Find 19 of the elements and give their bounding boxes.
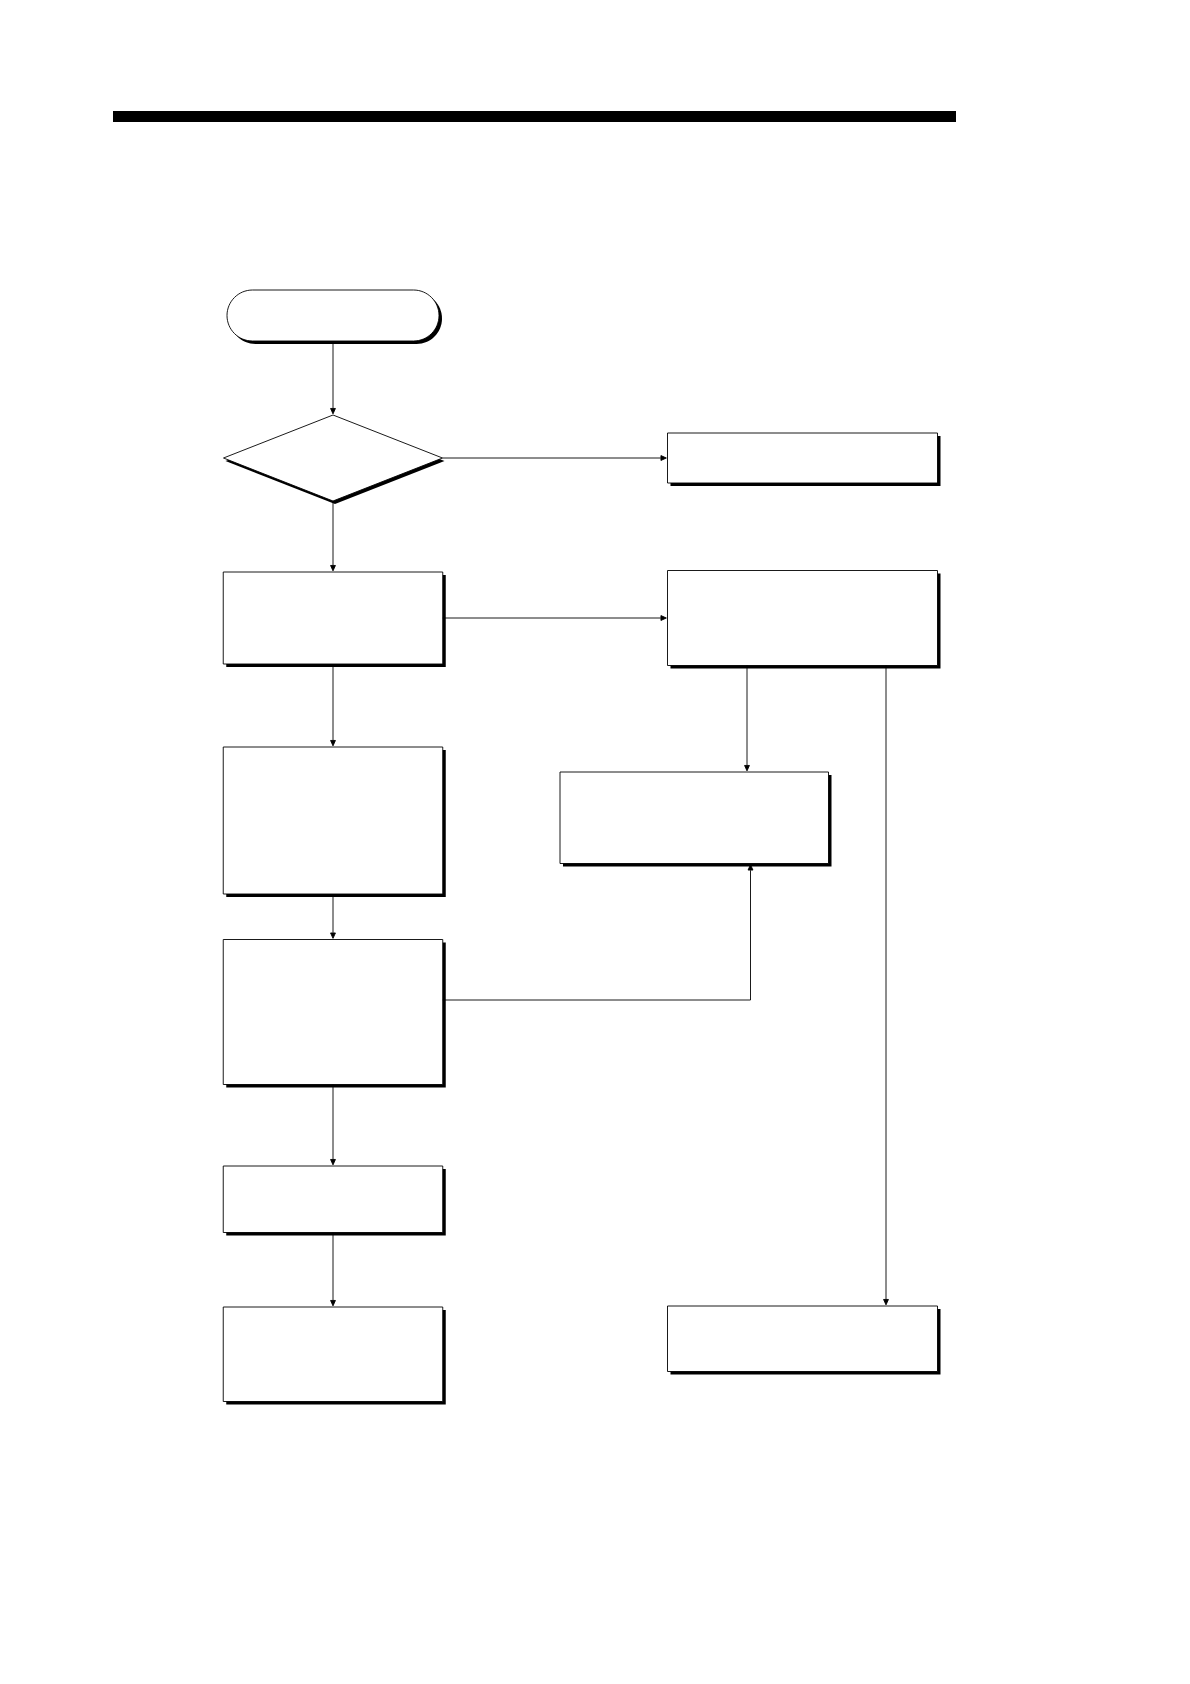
process-box [667, 432, 941, 486]
process-box [222, 571, 446, 667]
arrow [442, 864, 754, 1001]
arrow [442, 455, 667, 461]
arrow [442, 615, 667, 621]
arrow [744, 665, 750, 772]
arrow [330, 1232, 336, 1307]
process-box [222, 746, 446, 897]
process-box [222, 1306, 446, 1405]
arrow [330, 1084, 336, 1166]
arrow [883, 665, 889, 1306]
process-box [222, 939, 446, 1088]
arrow [330, 500, 336, 572]
process-box [559, 771, 832, 867]
process-box [667, 1305, 941, 1375]
process-box [667, 570, 941, 669]
process-box [222, 1165, 446, 1236]
decision-diamond [223, 414, 445, 504]
terminator-shape [226, 289, 442, 344]
